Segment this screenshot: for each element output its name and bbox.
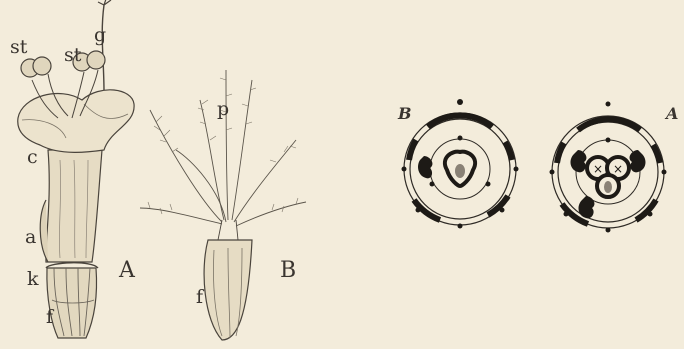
svg-text:×: × [613,162,623,176]
figure-b-label: B [280,260,296,282]
label-st-right: st [64,46,81,65]
floral-diagram-a: × × [550,102,667,233]
label-c: c [27,148,38,167]
label-f-a: f [46,308,53,327]
label-a: a [25,228,36,247]
diagram-a-label: A [666,106,678,122]
floral-diagram-b [402,99,519,229]
label-f-b: f [196,288,203,307]
label-g: g [94,26,106,45]
label-st-left: st [10,38,27,57]
svg-text:×: × [593,162,603,176]
label-k: k [27,270,39,289]
label-p: p [217,100,229,119]
diagram-b-label: B [398,106,412,122]
figure-a-label: A [119,260,135,282]
